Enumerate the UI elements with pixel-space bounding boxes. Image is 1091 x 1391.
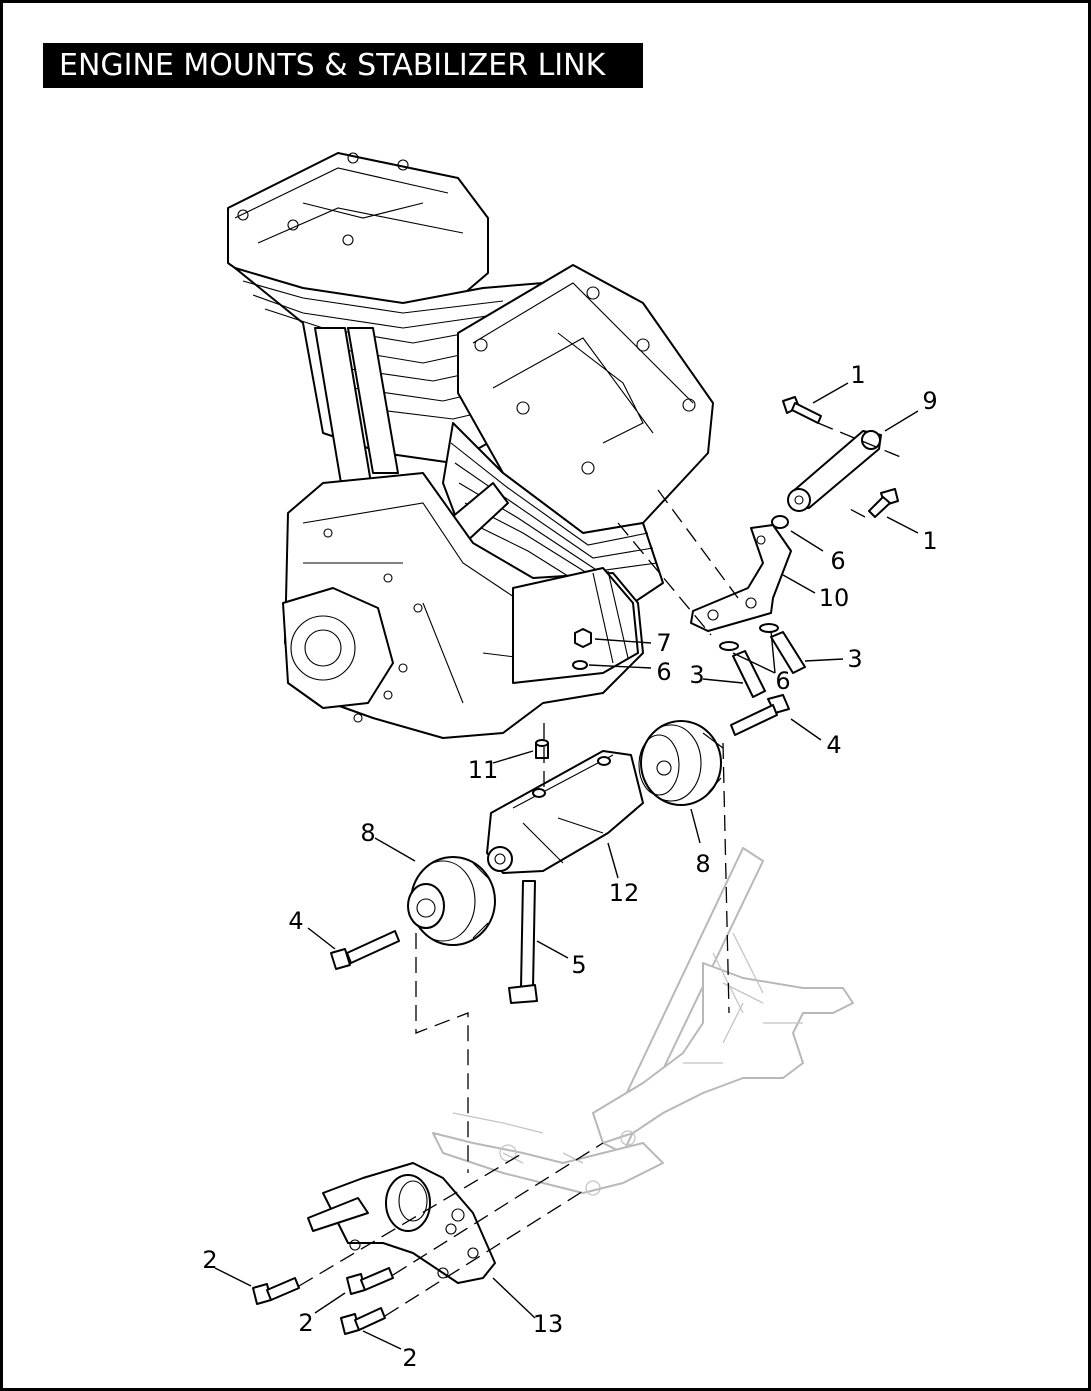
- frame-structure: [432, 847, 854, 1196]
- rear-mount-parts: [252, 1162, 496, 1335]
- leader-lines: [214, 382, 919, 1350]
- callout-9: 9: [922, 387, 937, 415]
- callout-13: 13: [533, 1310, 564, 1338]
- callout-5: 5: [571, 951, 586, 979]
- callout-8: 8: [360, 819, 375, 847]
- callout-3: 3: [689, 661, 704, 689]
- callout-2: 2: [202, 1246, 217, 1274]
- callout-4: 4: [826, 731, 841, 759]
- callout-1: 1: [850, 361, 865, 389]
- alignment-lines: [298, 422, 904, 1317]
- engine-assembly: [227, 152, 714, 739]
- stabilizer-link-parts: [535, 396, 899, 759]
- callout-10: 10: [819, 584, 850, 612]
- callout-4: 4: [288, 907, 303, 935]
- callout-12: 12: [609, 879, 640, 907]
- callout-6: 6: [775, 667, 790, 695]
- callout-1: 1: [922, 527, 937, 555]
- callout-2: 2: [402, 1344, 417, 1372]
- page-title: ENGINE MOUNTS & STABILIZER LINK: [43, 43, 643, 88]
- callout-8: 8: [695, 850, 710, 878]
- callout-6: 6: [656, 658, 671, 686]
- engine-mount-parts: [330, 694, 790, 1004]
- callout-6: 6: [830, 547, 845, 575]
- callout-labels: 1 9 1 6 10 7 6 3 3 6 4 11 8 8 12 4 5 2 2…: [202, 361, 937, 1372]
- callout-3: 3: [847, 645, 862, 673]
- callout-11: 11: [468, 756, 499, 784]
- callout-2: 2: [298, 1309, 313, 1337]
- exploded-parts-diagram: 1 9 1 6 10 7 6 3 3 6 4 11 8 8 12 4 5 2 2…: [202, 152, 938, 1372]
- callout-7: 7: [656, 629, 671, 657]
